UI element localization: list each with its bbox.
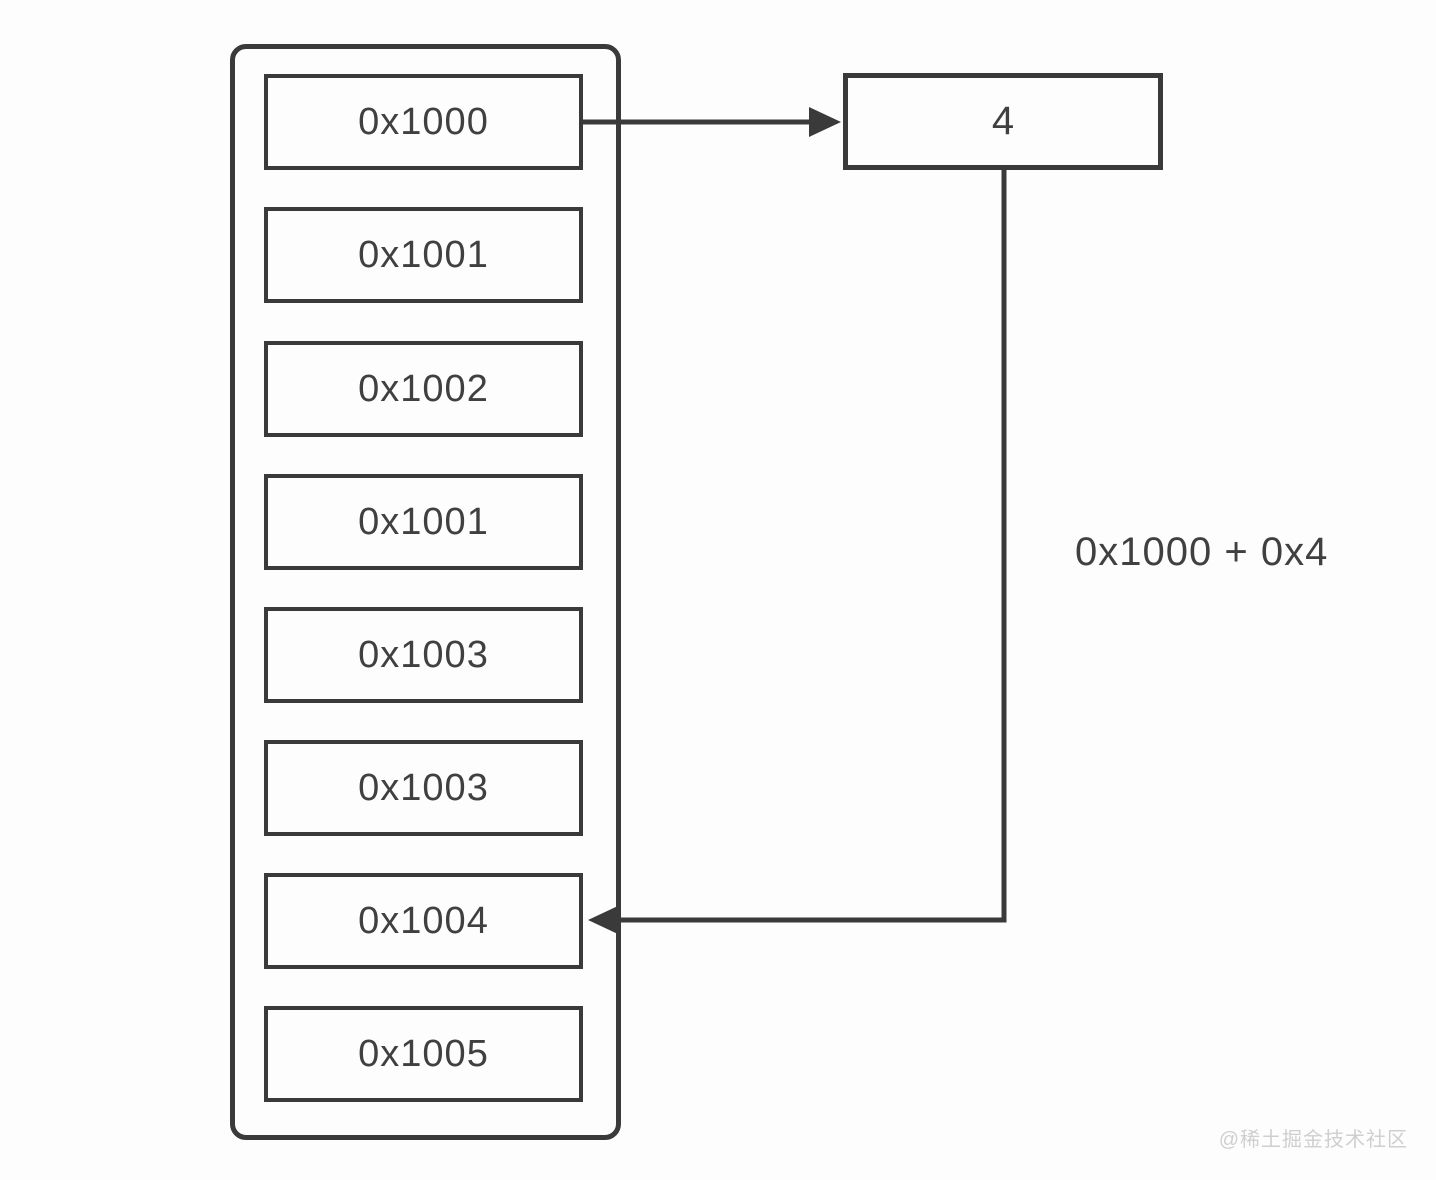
memory-cell-label: 0x1003 (358, 633, 489, 676)
arrow-value-to-0x1004 (588, 168, 1007, 935)
arrow-0x1000-to-value (583, 107, 841, 137)
memory-cell: 0x1003 (264, 607, 583, 703)
memory-cell: 0x1003 (264, 740, 583, 836)
memory-cell: 0x1001 (264, 474, 583, 570)
memory-cell: 0x1002 (264, 341, 583, 437)
memory-cell: 0x1001 (264, 207, 583, 303)
watermark: @稀土掘金技术社区 (1218, 1129, 1408, 1151)
arrowhead-right-icon (809, 107, 841, 137)
memory-cell: 0x1000 (264, 74, 583, 170)
memory-cell-label: 0x1004 (358, 899, 489, 942)
memory-cell-label: 0x1001 (358, 233, 489, 276)
value-box-label: 4 (991, 99, 1015, 143)
memory-cell-label: 0x1003 (358, 766, 489, 809)
memory-cell: 0x1005 (264, 1006, 583, 1102)
memory-cell-label: 0x1002 (358, 367, 489, 410)
memory-cell-label: 0x1005 (358, 1032, 489, 1075)
memory-cell-label: 0x1001 (358, 500, 489, 543)
memory-cell: 0x1004 (264, 873, 583, 969)
value-box: 4 (843, 73, 1163, 170)
memory-cell-label: 0x1000 (358, 100, 489, 143)
offset-annotation: 0x1000 + 0x4 (1075, 530, 1329, 574)
